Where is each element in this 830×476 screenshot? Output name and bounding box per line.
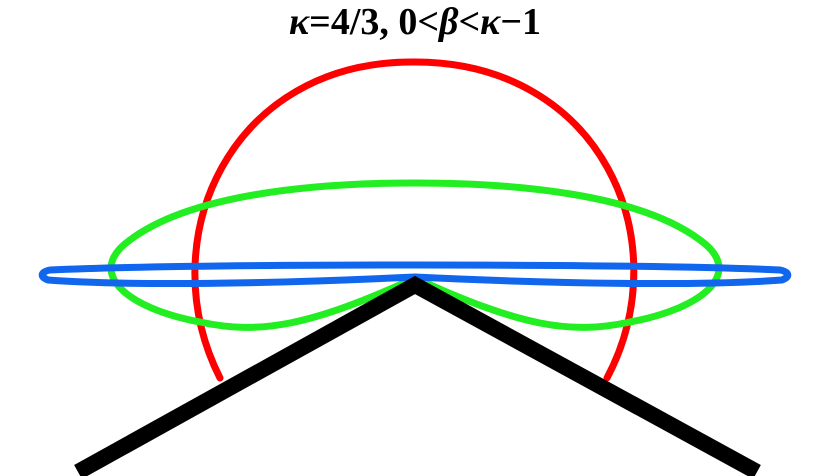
title-beta: β bbox=[439, 1, 459, 43]
title-kappa-value: =4/3, 0< bbox=[309, 1, 440, 43]
blue-flat-curve bbox=[38, 261, 792, 288]
diagram-title: κ=4/3, 0<β<κ−1 bbox=[0, 1, 830, 44]
title-kappa: κ bbox=[289, 1, 310, 43]
title-kappa-2: κ bbox=[480, 1, 501, 43]
red-circle-curve bbox=[191, 58, 638, 382]
title-less: < bbox=[458, 1, 481, 43]
title-tail: −1 bbox=[500, 1, 541, 43]
wedge bbox=[74, 275, 761, 476]
green-lobed-curve bbox=[107, 179, 723, 331]
